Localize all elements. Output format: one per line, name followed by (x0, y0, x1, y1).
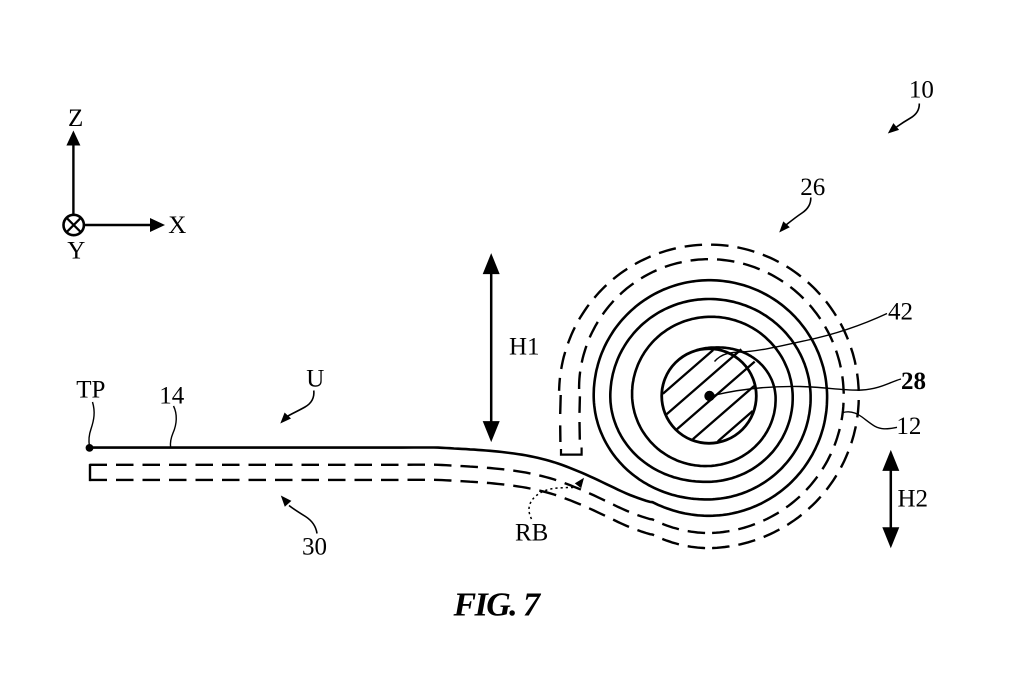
svg-text:30: 30 (302, 534, 327, 561)
svg-text:12: 12 (896, 413, 921, 440)
svg-text:H2: H2 (898, 486, 929, 513)
svg-text:Z: Z (68, 105, 83, 132)
svg-text:42: 42 (888, 299, 913, 326)
svg-text:FIG. 7: FIG. 7 (453, 587, 542, 624)
svg-text:X: X (168, 212, 186, 239)
svg-text:U: U (306, 366, 324, 393)
svg-text:RB: RB (515, 520, 548, 547)
svg-text:14: 14 (159, 383, 185, 410)
svg-text:Y: Y (67, 238, 85, 265)
svg-text:10: 10 (909, 77, 934, 104)
svg-text:H1: H1 (509, 334, 540, 361)
svg-text:26: 26 (800, 174, 825, 201)
svg-text:28: 28 (901, 368, 926, 395)
svg-text:TP: TP (76, 377, 105, 404)
